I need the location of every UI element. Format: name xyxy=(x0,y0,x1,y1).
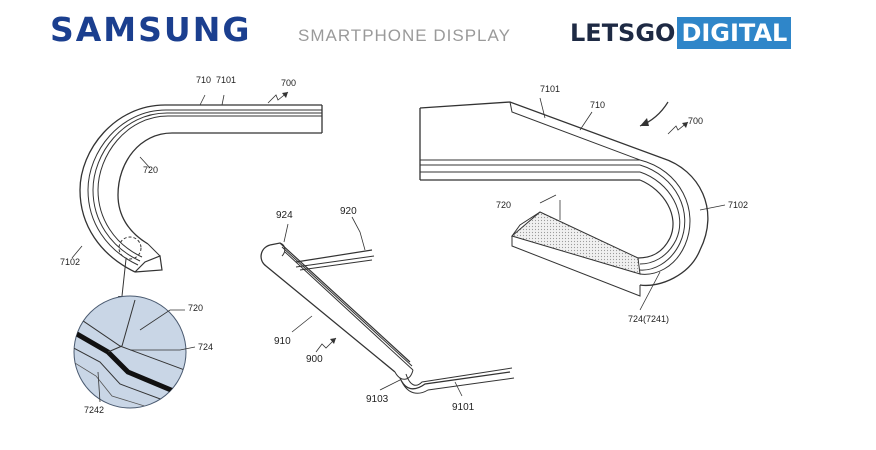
detail-label-7242: 7242 xyxy=(84,405,104,415)
label-910: 910 xyxy=(274,336,291,347)
label-r-700: 700 xyxy=(688,116,703,126)
label-920: 920 xyxy=(340,206,357,217)
detail-label-724: 724 xyxy=(198,342,213,352)
label-r-724: 724(7241) xyxy=(628,314,669,324)
label-r-7102: 7102 xyxy=(728,200,748,210)
figure-right-folded-display xyxy=(420,98,725,310)
label-710: 710 xyxy=(196,75,211,85)
detail-magnified-view xyxy=(70,296,195,420)
label-720: 720 xyxy=(143,165,158,175)
figure-left-curved-display xyxy=(72,92,322,304)
label-700: 700 xyxy=(281,78,296,88)
label-7102: 7102 xyxy=(60,257,80,267)
label-r-7101: 7101 xyxy=(540,84,560,94)
label-9101: 9101 xyxy=(452,402,475,413)
label-9103: 9103 xyxy=(366,394,389,405)
label-924: 924 xyxy=(276,210,293,221)
label-900: 900 xyxy=(306,354,323,365)
label-7101: 7101 xyxy=(216,75,236,85)
label-r-720: 720 xyxy=(496,200,511,210)
figure-middle-folding-device xyxy=(261,217,514,396)
label-r-710: 710 xyxy=(590,100,605,110)
detail-label-720: 720 xyxy=(188,303,203,313)
